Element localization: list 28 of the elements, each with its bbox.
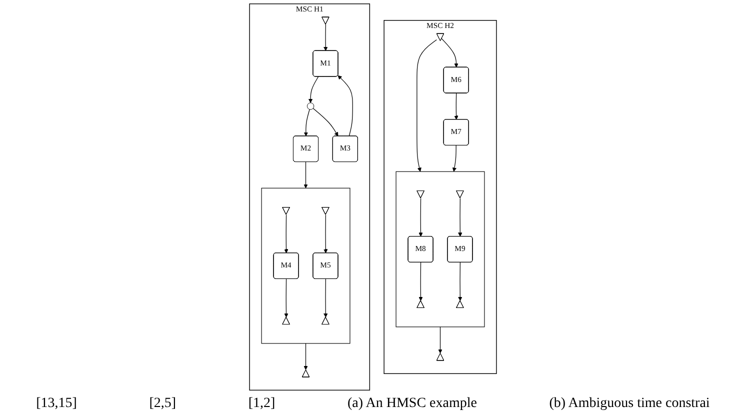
arrow [338, 75, 353, 136]
label-text: [2,5] [149, 396, 176, 412]
label-text: (a) An HMSC example [347, 396, 477, 412]
cluster [396, 171, 485, 328]
arrow [324, 24, 328, 51]
arrow [324, 278, 328, 318]
arrow [312, 108, 338, 136]
cluster [261, 188, 350, 344]
arrow [304, 343, 308, 370]
node-circle [306, 102, 314, 110]
label-text: [13,15] [36, 396, 77, 412]
arrow [438, 326, 442, 354]
label-text: (b) Ambiguous time constrai [549, 396, 710, 412]
arrow [416, 39, 437, 172]
arrow [452, 144, 457, 172]
arrow [418, 198, 423, 237]
arrow [441, 38, 458, 68]
arrow [304, 161, 308, 188]
arrow [284, 278, 288, 318]
arrow [458, 198, 462, 237]
arrow [454, 92, 458, 120]
arrow [284, 214, 288, 254]
arrow [458, 262, 462, 301]
label-text: [1,2] [248, 396, 276, 412]
arrow [308, 76, 319, 103]
arrow [418, 262, 423, 301]
arrow [324, 214, 328, 254]
arrow [304, 109, 310, 136]
